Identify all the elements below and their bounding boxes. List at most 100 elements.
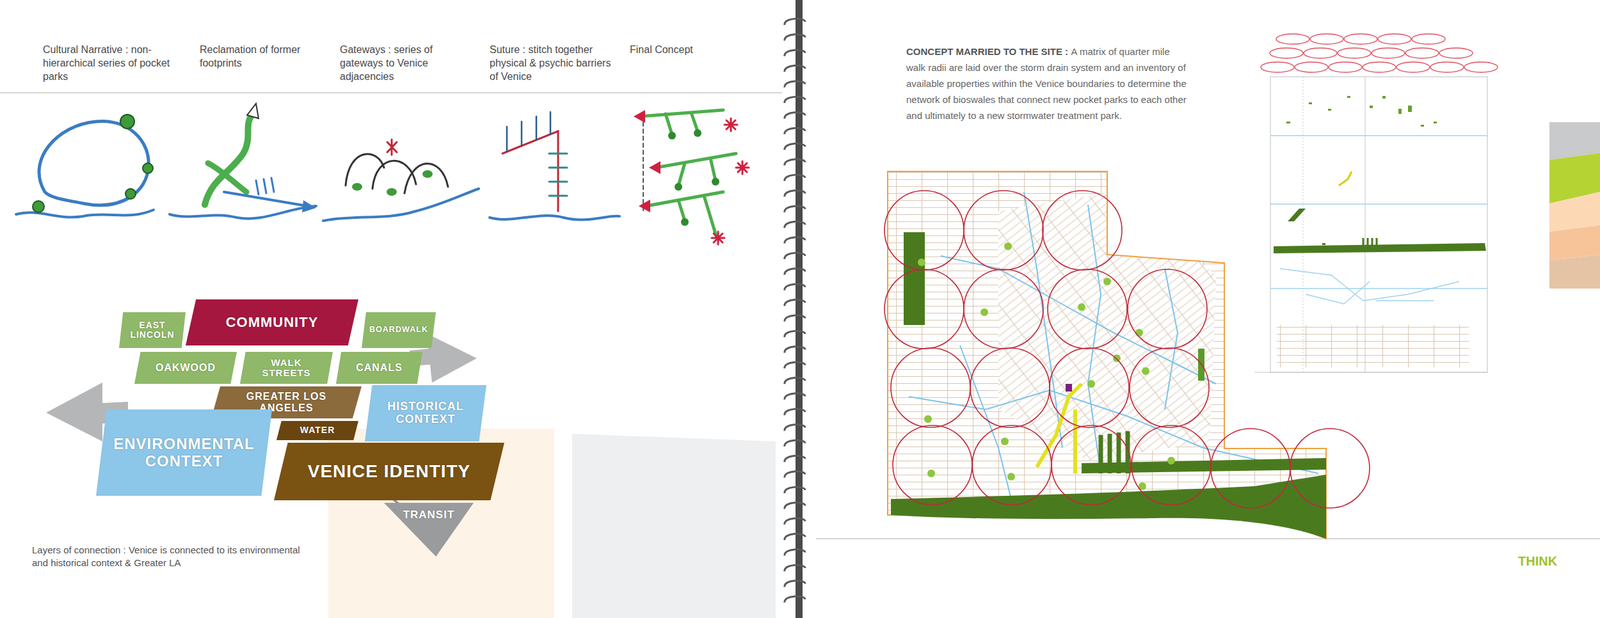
binding-ring [784, 408, 806, 416]
binding-ring [784, 252, 806, 260]
oval [1260, 62, 1295, 73]
binding-ring [784, 206, 806, 213]
binding-bar [795, 0, 803, 618]
oval [1269, 48, 1304, 59]
caption: Layers of connection : Venice is connect… [32, 544, 314, 569]
binding-ring [784, 81, 806, 88]
band-label: EAST LINCOLN [129, 320, 176, 341]
binding-ring [784, 268, 806, 276]
binding-ring [784, 128, 806, 135]
band-label: TRANSIT [403, 509, 456, 522]
sketch-cultural [16, 114, 154, 218]
binding-ring [784, 299, 806, 306]
binding-ring [784, 143, 806, 150]
binding-ring [784, 455, 806, 463]
binding-ring [784, 112, 806, 120]
oval [1310, 33, 1344, 45]
rule [0, 92, 783, 94]
oval [1439, 48, 1473, 59]
walk-radius [892, 425, 973, 505]
oval [1411, 33, 1446, 45]
binding-ring [784, 596, 806, 603]
band-fill [240, 352, 333, 384]
walk-radius [970, 348, 1050, 428]
binding-ring [784, 581, 806, 588]
sketch-heading: Suture : stitch together physical & psyc… [489, 43, 621, 84]
arrow-node: TRANSIT [384, 503, 474, 557]
walk-radius [1042, 190, 1122, 271]
oval [1294, 62, 1328, 73]
binding-ring [784, 471, 806, 479]
binding-ring [784, 487, 806, 494]
binding-rings [784, 18, 806, 603]
band-label: BOARDWALK [369, 325, 429, 335]
concept-paragraph: CONCEPT MARRIED TO THE SITE :A matrix of… [906, 43, 1188, 124]
walk-radius [884, 190, 964, 271]
band-fill [384, 503, 474, 557]
sketch-heading: Gateways : series of gateways to Venice … [339, 43, 472, 84]
sketch-suture [489, 112, 620, 220]
binding-ring [784, 65, 806, 72]
band-label: WALK STREETS [250, 357, 323, 379]
band-label: VENICE IDENTITY [307, 462, 472, 482]
concept-body: A matrix of quarter mile walk radii are … [906, 46, 1187, 121]
layer-band: BOARDWALK [361, 312, 436, 349]
binding-ring [784, 533, 806, 541]
color-tab [1549, 225, 1600, 261]
walk-radius [1290, 428, 1370, 509]
binding-ring [784, 440, 806, 447]
layer-band: ENVIRONMENTAL CONTEXT [96, 409, 272, 496]
binding-ring [784, 330, 806, 338]
binding-ring [784, 362, 806, 369]
binding-ring [784, 159, 806, 166]
sketch-final [633, 110, 749, 245]
binding-ring [784, 518, 806, 525]
binding-ring [784, 174, 806, 182]
walk-radius [972, 425, 1052, 505]
sketch-heading: Cultural Narrative : non-hierarchical se… [42, 43, 181, 84]
band-fill [96, 409, 272, 496]
binding-ring [784, 393, 806, 400]
layer-band: HISTORICAL CONTEXT [364, 385, 487, 442]
layer-stack [1254, 33, 1498, 373]
oval [1362, 62, 1396, 73]
layer-band: WALK STREETS [240, 352, 333, 384]
band-fill [119, 312, 186, 349]
binding-ring [784, 34, 806, 41]
oval [1344, 33, 1378, 45]
band-label: ENVIRONMENTAL CONTEXT [106, 435, 262, 470]
binding-ring [784, 549, 806, 557]
band-fill [134, 352, 237, 384]
oval [1430, 62, 1464, 73]
binding-ring [784, 221, 806, 228]
grey-panel [572, 433, 776, 618]
binding-ring [784, 49, 806, 57]
binding-ring [784, 315, 806, 322]
band-label: CANALS [355, 362, 403, 374]
walk-radius [1127, 269, 1208, 349]
oval [1303, 48, 1337, 59]
walk-radius [963, 269, 1044, 349]
binding-ring [784, 237, 806, 244]
band-label: COMMUNITY [225, 314, 319, 331]
layer-band: VENICE IDENTITY [273, 442, 505, 501]
band-fill [185, 299, 359, 346]
band-fill [364, 385, 487, 442]
band-label: HISTORICAL CONTEXT [375, 400, 477, 427]
oval [1464, 62, 1498, 73]
walk-radius [1049, 348, 1129, 428]
walk-radius [1210, 428, 1291, 509]
binding-ring [784, 377, 806, 384]
binding-ring [784, 96, 806, 104]
binding-ring [784, 18, 806, 25]
walk-radius [1047, 269, 1128, 349]
layer-band: COMMUNITY [185, 299, 359, 346]
walk-radius [890, 348, 971, 428]
oval [1337, 48, 1371, 59]
band-fill [276, 421, 359, 441]
layer-band: OAKWOOD [134, 352, 237, 384]
walk-radius [963, 190, 1044, 271]
sketch-heading: Reclamation of former footprints [199, 43, 328, 71]
oval [1371, 48, 1405, 59]
